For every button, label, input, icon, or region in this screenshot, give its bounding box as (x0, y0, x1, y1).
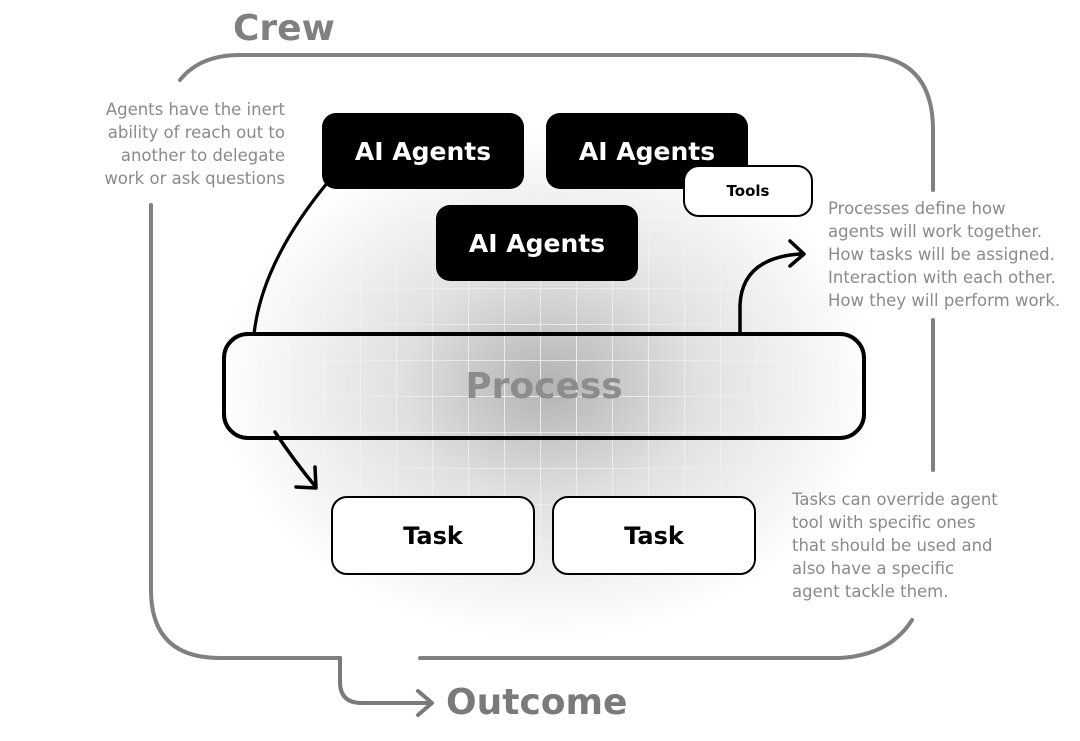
processes-note-line: Processes define how (828, 199, 1006, 218)
outcome-arrow (338, 656, 434, 717)
agents-note-line: Agents have the inert (105, 100, 285, 119)
crew-container-border (149, 53, 935, 660)
tasks-note-line: that should be used and (792, 536, 993, 555)
processes-note-line: Interaction with each other. (828, 268, 1056, 287)
task-node: Task (552, 496, 756, 575)
tasks-note-line: also have a specific (792, 559, 955, 578)
processes-note-line: How they will perform work. (828, 291, 1061, 310)
task-node: Task (331, 496, 535, 575)
tasks-note-line: tool with specific ones (792, 513, 976, 532)
processes-note: Processes define how agents will work to… (828, 197, 1060, 312)
crew-title: Crew (233, 8, 335, 49)
ai-agents-node: AI Agents (436, 205, 638, 281)
process-to-notes-arrow (738, 239, 806, 334)
tasks-note-line: agent tackle them. (792, 582, 949, 601)
ai-agents-node: AI Agents (322, 113, 524, 189)
agents-note-line: work or ask questions (104, 169, 285, 188)
delegation-curve (252, 180, 330, 336)
agents-note-line: another to delegate (120, 146, 285, 165)
tasks-note-line: Tasks can override agent (792, 490, 998, 509)
ai-agents-node: AI Agents (546, 113, 748, 189)
agents-note-line: ability of reach out to (107, 123, 285, 142)
tools-node: Tools (683, 165, 813, 217)
process-node: Process (222, 332, 866, 440)
agents-note: Agents have the inert ability of reach o… (90, 98, 285, 190)
processes-note-line: agents will work together. (828, 222, 1042, 241)
processes-note-line: How tasks will be assigned. (828, 245, 1055, 264)
tasks-note: Tasks can override agent tool with speci… (792, 488, 998, 603)
outcome-label: Outcome (446, 682, 628, 723)
